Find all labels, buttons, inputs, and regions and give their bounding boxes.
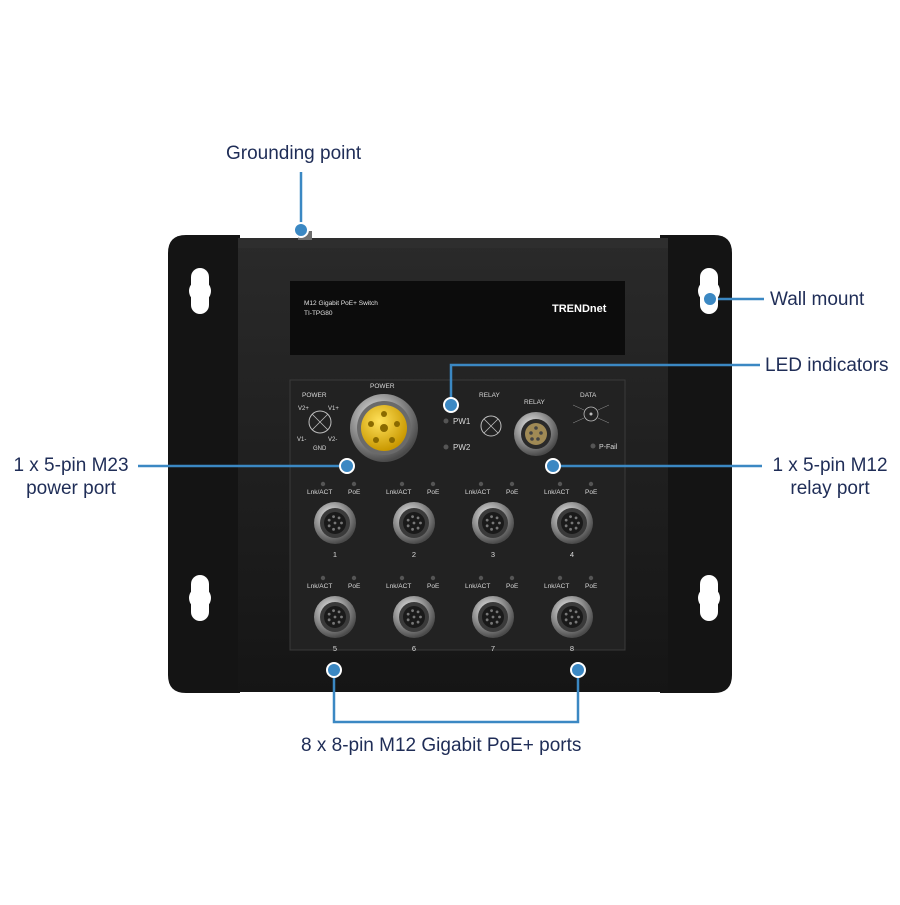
pw1-led (443, 418, 449, 424)
callout-led-indicators: LED indicators (765, 355, 889, 376)
callout-power-port: 1 x 5-pin M23 power port (0, 454, 142, 500)
power-port-dot (339, 458, 355, 474)
port-number: 8 (570, 644, 574, 653)
model-title: M12 Gigabit PoE+ Switch (304, 300, 378, 307)
port-number: 6 (412, 644, 416, 653)
relay-label-port: RELAY (524, 399, 545, 406)
pin-v2minus: V2- (328, 437, 337, 443)
data-pin-diagram (572, 404, 610, 424)
poe-led-label: PoE (585, 489, 598, 496)
poe-led (430, 575, 436, 581)
poe-led (509, 481, 515, 487)
power-label-left: POWER (302, 392, 327, 399)
poe-port-6[interactable]: Lnk/ACT PoE 6 (386, 575, 440, 653)
poe-right-dot (570, 662, 586, 678)
poe-led (509, 575, 515, 581)
m23-power-connector (350, 394, 418, 462)
lnk-act-label: Lnk/ACT (544, 583, 569, 590)
poe-port-8[interactable]: Lnk/ACT PoE 8 (544, 575, 598, 653)
brand-logo: TRENDnet (552, 303, 607, 315)
poe-port-3[interactable]: Lnk/ACT PoE 3 (465, 481, 519, 559)
wall-mount-dot (702, 291, 718, 307)
relay-port-dot (545, 458, 561, 474)
relay-pin-diagram (480, 415, 502, 437)
poe-led (430, 481, 436, 487)
power-pin-diagram: V2+ V1+ V1- V2- GND (297, 406, 339, 452)
lnk-act-led (320, 481, 326, 487)
led-indicators-dot (443, 397, 459, 413)
wall-mount-bracket-right (660, 235, 732, 693)
poe-led-label: PoE (348, 583, 361, 590)
poe-led (588, 575, 594, 581)
lnk-act-led (399, 575, 405, 581)
poe-led-label: PoE (585, 583, 598, 590)
port-number: 5 (333, 644, 337, 653)
poe-port-1[interactable]: Lnk/ACT PoE 1 (307, 481, 361, 559)
poe-led-label: PoE (506, 583, 519, 590)
pin-v1plus: V1+ (328, 406, 339, 412)
pin-v2plus: V2+ (298, 406, 309, 412)
pin-v1minus: V1- (297, 437, 306, 443)
pw2-label: PW2 (453, 443, 471, 452)
lnk-act-led (478, 481, 484, 487)
callout-wall-mount: Wall mount (770, 289, 865, 310)
port-number: 3 (491, 550, 495, 559)
poe-led-label: PoE (427, 489, 440, 496)
callout-power-port-line2: power port (26, 478, 116, 499)
lnk-act-led (399, 481, 405, 487)
port-number: 2 (412, 550, 416, 559)
power-label-port: POWER (370, 383, 395, 390)
lnk-act-led (557, 481, 563, 487)
pfail-led (590, 443, 596, 449)
callout-power-port-line1: 1 x 5-pin M23 (13, 455, 129, 476)
callout-poe-ports: 8 x 8-pin M12 Gigabit PoE+ ports (301, 735, 582, 756)
wall-mount-bracket-left (168, 235, 240, 693)
relay-label-left: RELAY (479, 392, 500, 399)
lnk-act-label: Lnk/ACT (465, 489, 490, 496)
port-number: 1 (333, 550, 337, 559)
callout-relay-port-line1: 1 x 5-pin M12 (772, 455, 888, 476)
label-plate (290, 281, 625, 355)
lnk-act-label: Lnk/ACT (544, 489, 569, 496)
callout-dots (293, 222, 718, 678)
lnk-act-led (478, 575, 484, 581)
callout-lines (138, 172, 764, 724)
lnk-act-label: Lnk/ACT (465, 583, 490, 590)
poe-led (351, 481, 357, 487)
pfail-label: P-Fail (599, 444, 618, 451)
poe-port-7[interactable]: Lnk/ACT PoE 7 (465, 575, 519, 653)
callout-relay-port-line2: relay port (790, 478, 870, 499)
poe-led-label: PoE (348, 489, 361, 496)
lnk-act-label: Lnk/ACT (307, 489, 332, 496)
lnk-act-led (320, 575, 326, 581)
poe-port-5[interactable]: Lnk/ACT PoE 5 (307, 575, 361, 653)
grounding-dot (293, 222, 309, 238)
poe-port-4[interactable]: Lnk/ACT PoE 4 (544, 481, 598, 559)
lnk-act-led (557, 575, 563, 581)
poe-led (588, 481, 594, 487)
pw1-label: PW1 (453, 417, 471, 426)
poe-led-label: PoE (506, 489, 519, 496)
poe-left-dot (326, 662, 342, 678)
m12-relay-connector (514, 412, 558, 456)
poe-led (351, 575, 357, 581)
model-number: TI-TPG80 (304, 310, 333, 317)
lnk-act-label: Lnk/ACT (386, 489, 411, 496)
callout-grounding: Grounding point (226, 143, 362, 164)
pw2-led (443, 444, 449, 450)
port-number: 7 (491, 644, 495, 653)
lnk-act-label: Lnk/ACT (307, 583, 332, 590)
pin-gnd: GND (313, 446, 327, 452)
callout-relay-port: 1 x 5-pin M12 relay port (760, 454, 900, 500)
poe-led-label: PoE (427, 583, 440, 590)
poe-port-2[interactable]: Lnk/ACT PoE 2 (386, 481, 440, 559)
port-number: 4 (570, 550, 574, 559)
lnk-act-label: Lnk/ACT (386, 583, 411, 590)
data-label: DATA (580, 392, 597, 399)
